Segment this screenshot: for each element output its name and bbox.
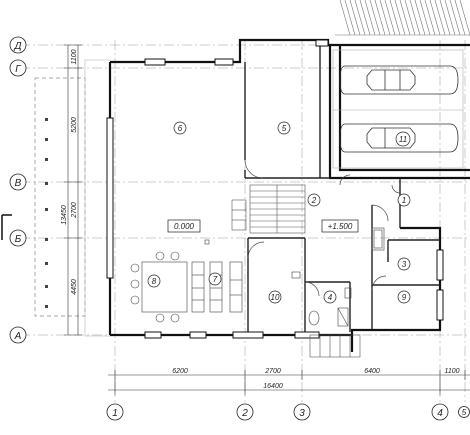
dimension-label: 16400 (263, 383, 283, 390)
room-number: 6 (178, 124, 183, 133)
bathroom-fixtures (291, 227, 385, 327)
col-axis-label: 3 (299, 408, 305, 419)
row-axis-label: Д (13, 41, 21, 52)
room-number: 3 (402, 260, 407, 269)
dimension-lines-vertical (64, 44, 82, 336)
room-number: 10 (271, 293, 280, 302)
level-mark: +1.500 (328, 222, 353, 231)
dimension-label: 1100 (444, 368, 459, 375)
col-axis-label: 2 (241, 408, 248, 419)
room-bubbles (147, 121, 411, 304)
col-axis-label: 4 (437, 408, 443, 419)
kitchen-furniture (130, 239, 243, 323)
garage (332, 49, 464, 169)
room-number: 7 (213, 275, 218, 284)
col-axis-label: 1 (112, 408, 118, 419)
level-box (321, 219, 359, 233)
dimension-lines-horizontal (108, 370, 470, 395)
stairs (231, 184, 361, 358)
room-number: 1 (402, 196, 406, 205)
interior-walls (244, 45, 440, 332)
row-axis-bubbles (9, 36, 27, 344)
doors (244, 159, 401, 297)
room-number: 11 (399, 135, 407, 144)
dimension-label: 6400 (364, 368, 380, 375)
room-number: 4 (328, 293, 333, 302)
col-axis-label: 5 (462, 408, 467, 417)
exterior-walls (108, 38, 470, 352)
room-number: 8 (152, 277, 157, 286)
room-number: 5 (282, 124, 287, 133)
level-box (167, 219, 201, 233)
column-axis-bubbles (106, 403, 470, 421)
car-top-icon (339, 65, 459, 95)
dimension-label: 4450 (71, 279, 78, 295)
room-number: 9 (402, 293, 407, 302)
row-axis-label: В (15, 178, 22, 189)
dimension-label: 13450 (61, 205, 68, 225)
row-axis-label: А (14, 331, 22, 342)
dimension-label: 6200 (172, 368, 188, 375)
section-mark-icon (1, 214, 12, 240)
dimension-label: 5200 (71, 117, 78, 133)
dimension-label: 1100 (71, 49, 78, 64)
dimension-label: 2700 (264, 368, 281, 375)
car-bottom-icon (339, 123, 459, 153)
windows (106, 39, 444, 339)
row-axis-label: Б (15, 234, 22, 245)
room-number: 2 (311, 196, 317, 205)
level-mark: 0.000 (174, 222, 195, 231)
top-hatching (335, 0, 470, 36)
dimension-label: 2700 (71, 202, 78, 219)
row-axis-label: Г (15, 64, 22, 75)
